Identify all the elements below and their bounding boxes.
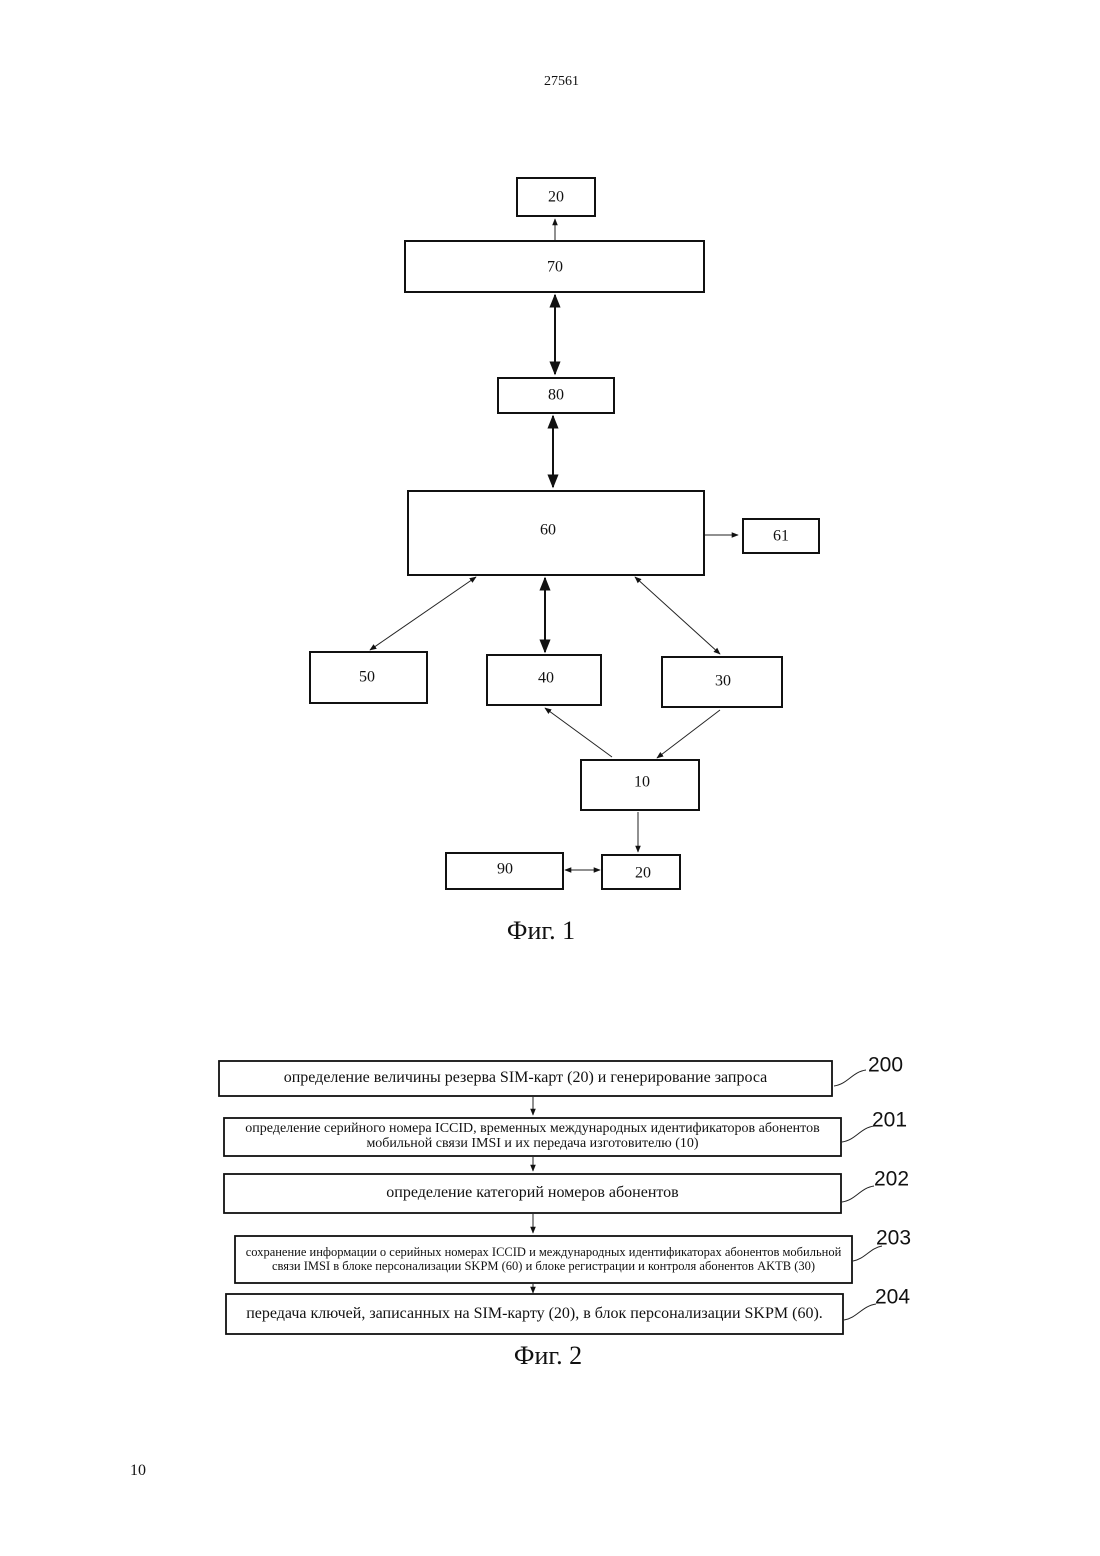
step-201-ref: 201 (872, 1109, 907, 1132)
block-30: 30 (662, 657, 782, 707)
block-61-label: 61 (773, 528, 789, 545)
block-10: 10 (581, 760, 699, 810)
fig1-caption: Фиг. 1 (507, 916, 575, 945)
block-90-label: 90 (497, 861, 513, 878)
block-30-label: 30 (715, 673, 731, 690)
block-80: 80 (498, 378, 614, 413)
arrow-10-to-40 (545, 708, 612, 757)
arrow-60-30 (635, 577, 720, 654)
block-70: 70 (405, 241, 704, 292)
block-61: 61 (743, 519, 819, 553)
step-204-text: передача ключей, записанных на SIM-карту… (229, 1296, 840, 1332)
block-20-top: 20 (517, 178, 595, 216)
block-20-bottom: 20 (602, 855, 680, 889)
step-203-ref: 203 (876, 1227, 911, 1250)
leader-200 (834, 1070, 866, 1086)
step-200-text: определение величины резерва SIM-карт (2… (221, 1063, 830, 1094)
block-20-top-label: 20 (548, 189, 564, 206)
block-40: 40 (487, 655, 601, 705)
arrow-60-50 (370, 577, 476, 650)
block-20-bottom-label: 20 (635, 865, 651, 882)
block-60: 60 (408, 491, 704, 575)
block-80-label: 80 (548, 387, 564, 404)
step-203-text: сохранение информации о серийных номерах… (238, 1238, 849, 1281)
block-50-label: 50 (359, 669, 375, 686)
block-10-label: 10 (634, 774, 650, 791)
block-50: 50 (310, 652, 427, 703)
leader-201 (842, 1126, 874, 1142)
arrow-30-to-10 (657, 710, 720, 758)
step-204-ref: 204 (875, 1286, 910, 1309)
step-202-ref: 202 (874, 1168, 909, 1191)
leader-204 (844, 1304, 876, 1320)
block-60-label: 60 (540, 522, 556, 539)
fig2-caption: Фиг. 2 (514, 1341, 582, 1370)
block-70-label: 70 (547, 259, 563, 276)
block-40-label: 40 (538, 670, 554, 687)
step-200-ref: 200 (868, 1054, 903, 1077)
leader-202 (842, 1186, 874, 1202)
step-202-text: определение категорий номеров абонентов (227, 1176, 838, 1211)
block-90: 90 (446, 853, 563, 889)
step-201-text: определение серийного номера ICCID, врем… (227, 1120, 838, 1154)
